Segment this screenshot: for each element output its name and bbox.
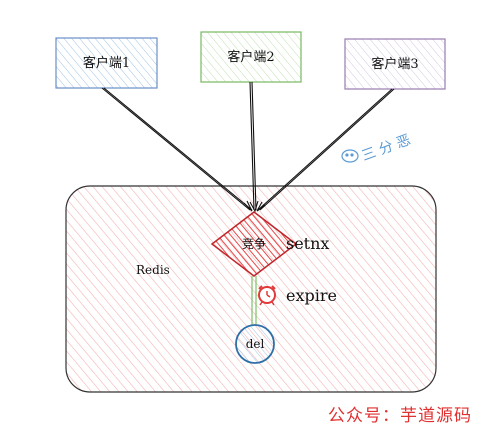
client-arrows xyxy=(101,81,395,213)
alarm-clock-icon xyxy=(258,285,276,306)
compete-diamond xyxy=(210,211,298,277)
redis-label: Redis xyxy=(136,263,170,277)
client-3-label: 客户端3 xyxy=(371,57,419,72)
client-box-1 xyxy=(55,37,158,89)
setnx-label: setnx xyxy=(286,234,330,253)
redis-container xyxy=(65,185,437,393)
compete-label: 竞争 xyxy=(241,237,266,251)
client-1-label: 客户端1 xyxy=(82,56,131,71)
footer-text: 公众号：芋道源码 xyxy=(328,406,472,426)
arrow-client2 xyxy=(249,81,255,211)
del-label: del xyxy=(245,337,265,351)
arrow-client1 xyxy=(101,87,251,211)
client-box-2 xyxy=(200,31,302,83)
arrow-client3 xyxy=(257,88,393,211)
del-node xyxy=(235,324,275,364)
expire-label: expire xyxy=(286,286,337,305)
chat-bubble-icon xyxy=(341,149,359,163)
client-box-3 xyxy=(344,38,446,90)
link-lines xyxy=(251,276,257,326)
client-2-label: 客户端2 xyxy=(227,50,275,65)
